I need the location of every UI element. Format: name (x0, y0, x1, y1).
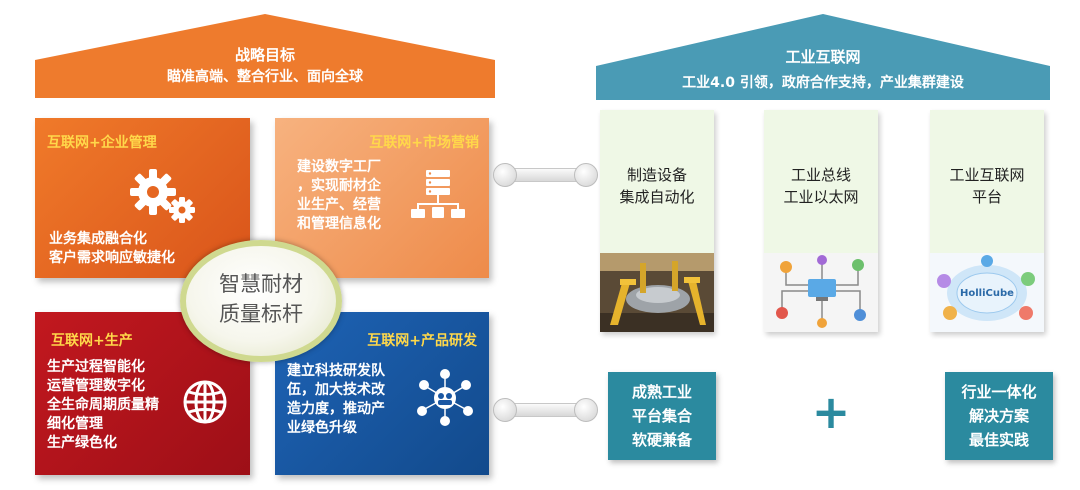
connector-top-right-dot (574, 163, 598, 187)
industrial-internet-title: 工业互联网 (785, 48, 861, 66)
mature-platform-box: 成熟工业 平台集合 软硬兼备 (608, 372, 716, 460)
panel-manufacturing: 制造设备 集成自动化 (600, 110, 714, 332)
right-roof (596, 14, 1050, 100)
network-devices-image (764, 253, 878, 332)
quadrant-body: 建立科技研发队 伍，加大技术改 造力度，推动产 业绿色升级 (287, 363, 385, 436)
quadrant-body: 生产过程智能化 运营管理数字化 全生命周期质量精 细化管理 生产绿色化 (47, 359, 159, 451)
factory-robot-image (600, 253, 714, 332)
panel-label: 工业互联网 平台 (949, 166, 1025, 206)
industry-solution-box: 行业一体化 解决方案 最佳实践 (945, 372, 1053, 460)
plus-sign: + (811, 385, 851, 439)
center-line-2: 质量标杆 (219, 302, 303, 326)
quadrant-title: 互联网+企业管理 (47, 135, 157, 151)
panel-label: 工业总线 工业以太网 (783, 166, 859, 206)
center-ellipse: 智慧耐材 质量标杆 (180, 240, 342, 362)
quadrant-title: 互联网+生产 (51, 333, 133, 349)
panel-label: 制造设备 集成自动化 (619, 166, 695, 206)
strategy-subtitle: 瞄准高端、整合行业、面向全球 (167, 69, 363, 85)
panel-internet-platform: 工业互联网 平台 HolliCube (930, 110, 1044, 332)
quadrant-body: 建设数字工厂 ，实现耐材企 业生产、经营 和管理信息化 (297, 159, 381, 232)
gears-icon (130, 169, 195, 223)
hollicube-logo-text: HolliCube (960, 288, 1014, 299)
strategy-title: 战略目标 (234, 46, 295, 64)
left-roof (35, 14, 495, 98)
quadrant-title: 互联网+市场营销 (369, 135, 479, 151)
connector-bottom-left-dot (493, 398, 517, 422)
connector-top-left-dot (493, 163, 517, 187)
globe-icon (183, 380, 227, 424)
quadrant-marketing: 互联网+市场营销 建设数字工厂 ，实现耐材企 业生产、经营 和管理信息化 (275, 118, 489, 278)
quadrant-title: 互联网+产品研发 (367, 333, 477, 349)
connector-bottom-right-dot (574, 398, 598, 422)
quadrant-body: 业务集成融合化 客户需求响应敏捷化 (49, 231, 175, 266)
network-server-icon (411, 170, 465, 218)
center-line-1: 智慧耐材 (219, 272, 303, 296)
research-hub-icon (417, 369, 473, 426)
quadrant-enterprise-management: 互联网+企业管理 业务集成融合化 客户需求响应敏捷化 (35, 118, 250, 278)
hollicube-platform-image (930, 253, 1044, 332)
panel-industrial-bus: 工业总线 工业以太网 (764, 110, 878, 332)
industrial-internet-subtitle: 工业4.0 引领，政府合作支持，产业集群建设 (682, 75, 964, 91)
